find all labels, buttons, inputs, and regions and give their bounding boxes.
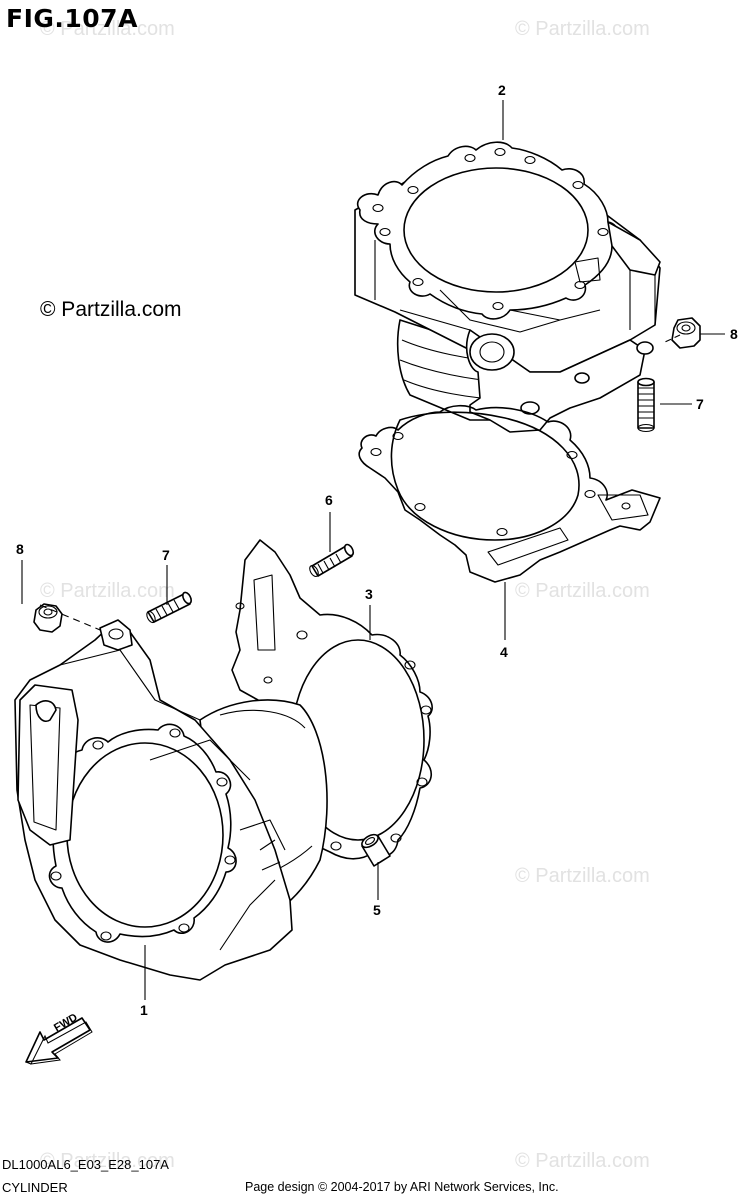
diagram-name: CYLINDER <box>2 1180 68 1195</box>
stud-part-6[interactable] <box>308 543 355 578</box>
page-credit: Page design © 2004-2017 by ARI Network S… <box>245 1180 559 1194</box>
forward-direction-arrow <box>25 1017 93 1065</box>
dowel-pin-part-5[interactable] <box>360 832 391 867</box>
callout-5: 5 <box>373 902 381 918</box>
watermark: © Partzilla.com <box>515 580 650 602</box>
figure-title: FIG.107A <box>6 4 138 33</box>
callout-7-right: 7 <box>696 396 704 412</box>
rear-base-gasket-part-4[interactable] <box>358 404 661 583</box>
leader-lines <box>21 100 725 1000</box>
watermark: © Partzilla.com <box>40 1150 175 1172</box>
nut-part-8-right[interactable] <box>664 317 701 349</box>
callout-1: 1 <box>140 1002 148 1018</box>
watermark: © Partzilla.com <box>515 18 650 40</box>
stud-part-7-right[interactable] <box>637 377 655 433</box>
diagram-code: DL1000AL6_E03_E28_107A <box>2 1157 169 1172</box>
rear-cylinder-part-2[interactable] <box>354 141 661 433</box>
callout-4: 4 <box>500 644 508 660</box>
callout-7-left: 7 <box>162 547 170 563</box>
watermark: © Partzilla.com <box>515 1150 650 1172</box>
stud-part-7-left[interactable] <box>145 591 193 624</box>
nut-part-8-left[interactable] <box>33 603 106 633</box>
watermark: © Partzilla.com <box>40 18 175 40</box>
callout-8-right: 8 <box>730 326 738 342</box>
callout-8-left: 8 <box>16 541 24 557</box>
callout-3: 3 <box>365 586 373 602</box>
front-cylinder-part-1[interactable] <box>14 619 328 981</box>
callout-2: 2 <box>498 82 506 98</box>
callout-6: 6 <box>325 492 333 508</box>
copyright-notice: © Partzilla.com <box>40 298 182 321</box>
watermark: © Partzilla.com <box>515 865 650 887</box>
watermark: © Partzilla.com <box>40 580 175 602</box>
